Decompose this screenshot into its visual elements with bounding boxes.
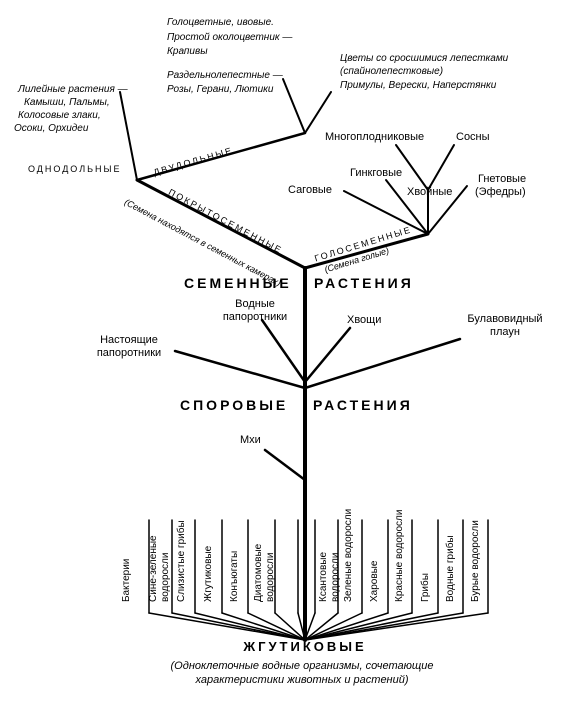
bottom-label-green-algae: Зеленые водоросли — [343, 508, 354, 602]
monocots-label-1: Лилейные растения — — [18, 84, 128, 95]
monocots-label-3: Колосовые злаки, — [18, 110, 101, 121]
bottom-label-xanthophytes-1: Ксантовые — [318, 552, 329, 602]
bottom-label-water-fungi: Водные грибы — [445, 535, 456, 602]
monocots-label-2: Камыши, Пальмы, — [24, 97, 110, 108]
sympetal-twig — [304, 91, 332, 134]
monocots-label-4: Осоки, Орхидеи — [14, 123, 89, 134]
monocot-stub — [119, 91, 138, 181]
pines-label: Сосны — [456, 131, 490, 143]
seed-plants-title-left: СЕМЕННЫЕ — [184, 275, 292, 291]
horsetails-branch — [303, 326, 352, 384]
flagellates-title: ЖГУТИКОВЫЕ — [243, 639, 367, 654]
cycad-twig — [343, 190, 429, 235]
clubmoss-branch — [303, 337, 462, 390]
water-ferns-branch — [260, 318, 307, 384]
seed-plants-title-right: РАСТЕНИЯ — [314, 275, 414, 291]
apetal-twig — [282, 78, 306, 134]
sympetal-label-2: (спайнолепестковые) — [340, 66, 444, 77]
sympetal-label-3: Примулы, Верески, Наперстянки — [340, 80, 497, 91]
gnetales-label-1: Гнетовые — [478, 173, 527, 185]
clubmoss-label-1: Булавовидный — [467, 313, 543, 325]
bottom-label-conjugates: Конъюгаты — [229, 550, 240, 602]
spore-plants-title-right: РАСТЕНИЯ — [313, 397, 413, 413]
bottom-label-slime-molds: Слизистые грибы — [176, 520, 187, 602]
true-ferns-branch — [173, 349, 307, 390]
bottom-label-bacteria: Бактерии — [121, 558, 132, 602]
true-ferns-label-2: папоротники — [96, 347, 162, 359]
gymnosperm-branch — [303, 232, 430, 270]
pine-twig — [427, 144, 455, 191]
bottom-label-charophytes: Харовые — [369, 560, 380, 602]
polypetal-label-1: Раздельнолепестные — — [167, 70, 283, 81]
mosses-branch — [263, 448, 307, 482]
ginkgo-twig — [385, 179, 429, 235]
apetal-label-1: Голоцветные, ивовые. — [167, 17, 274, 28]
bottom-label-brown-algae: Бурые водоросли — [470, 520, 481, 602]
clubmoss-label-2: плаун — [490, 326, 520, 338]
apetal-label-2: Простой околоцветник — — [167, 32, 293, 43]
gnetales-label-2: (Эфедры) — [475, 186, 526, 198]
horsetails-label: Хвощи — [347, 314, 382, 326]
water-ferns-label-2: папоротники — [222, 311, 288, 323]
bottom-label-blue-green-1: Сине-зеленые — [148, 535, 159, 602]
conifers-label: Хвойные — [407, 186, 453, 198]
spore-plants-title-left: СПОРОВЫЕ — [180, 397, 289, 413]
bottom-label-diatoms-1: Диатомовые — [253, 543, 264, 602]
cycads-label: Саговые — [288, 184, 332, 196]
polycarps-label: Многоплодниковые — [325, 131, 425, 143]
bottom-label-blue-green-2: водоросли — [160, 552, 171, 602]
bottom-label-flagellates: Жгутиковые — [203, 545, 214, 602]
mosses-label: Мхи — [240, 434, 261, 446]
monocots-branch-label: ОДНОДОЛЬНЫЕ — [28, 164, 122, 174]
flagellates-note-1: (Одноклеточные водные организмы, сочетаю… — [170, 660, 434, 672]
bottom-label-red-algae: Красные водоросли — [394, 509, 405, 602]
dicot-branch — [135, 131, 307, 182]
water-ferns-label-1: Водные — [235, 298, 275, 310]
bottom-label-fungi: Грибы — [420, 573, 431, 602]
polycarp-twig — [395, 144, 429, 191]
bottom-label-xanthophytes-2: водоросли — [330, 552, 341, 602]
flagellates-note-2: характеристики животных и растений) — [195, 674, 409, 686]
angiosperm-branch — [135, 178, 307, 270]
sympetal-label-1: Цветы со сросшимися лепестками — [340, 53, 509, 64]
ginkgo-label: Гинкговые — [350, 167, 403, 179]
apetal-label-3: Крапивы — [167, 46, 208, 57]
true-ferns-label-1: Настоящие — [100, 334, 158, 346]
bottom-label-diatoms-2: водоросли — [265, 552, 276, 602]
gnetales-twig — [427, 185, 468, 235]
polypetal-label-2: Розы, Герани, Лютики — [167, 84, 274, 95]
